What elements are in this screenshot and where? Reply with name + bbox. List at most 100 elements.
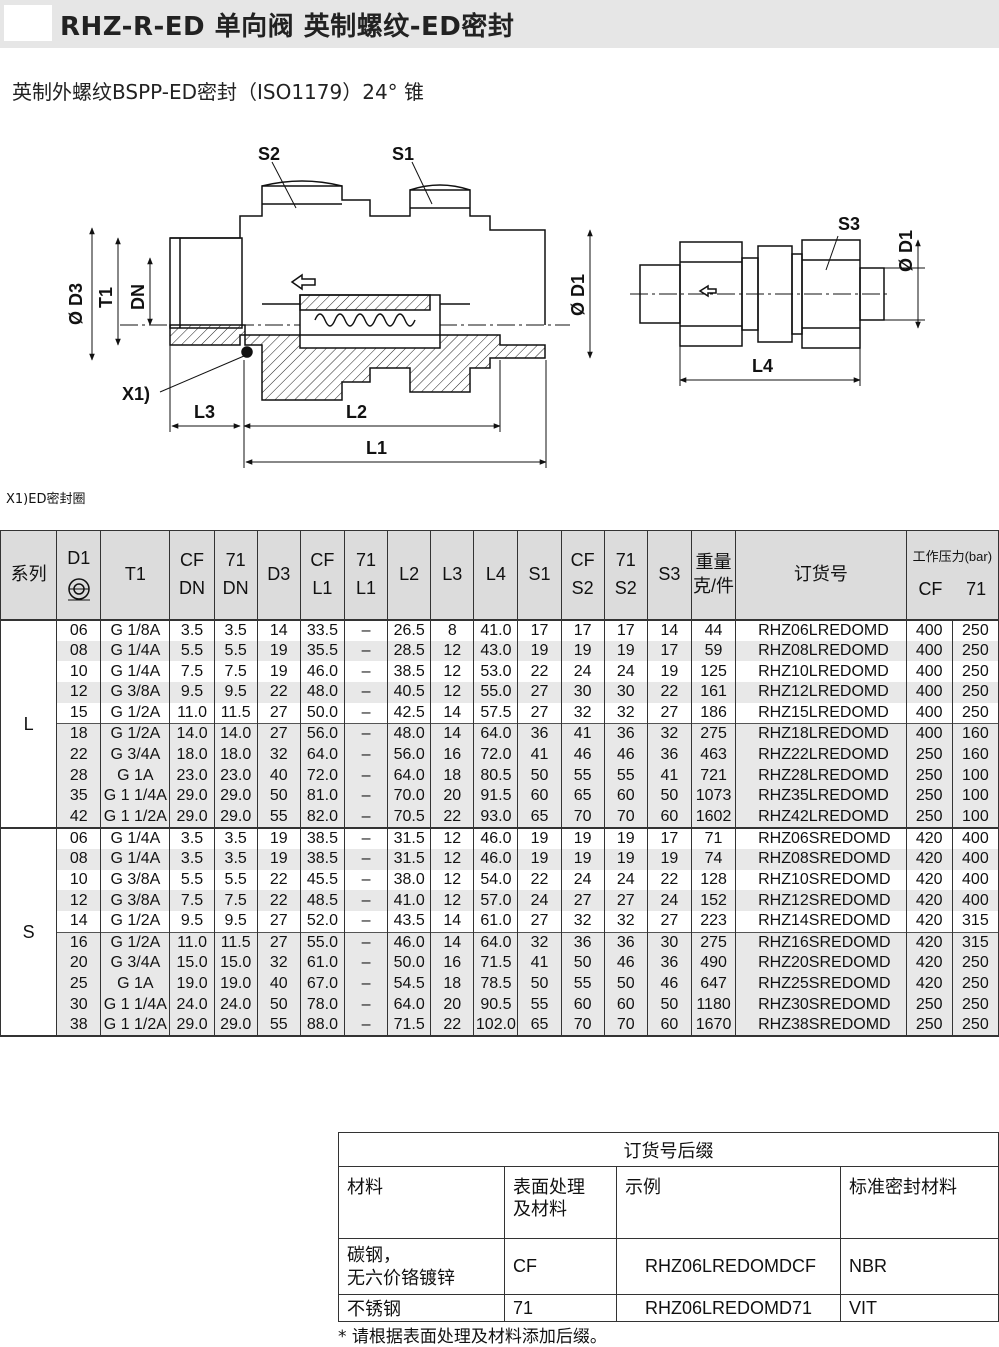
cell-cf-s2: 27 (560, 890, 605, 912)
cell-71-dn: 3.5 (213, 826, 258, 849)
suffix-seal: VIT (840, 1294, 999, 1322)
cell-l2: 31.5 (387, 848, 432, 870)
cell-71-dn: 29.0 (213, 786, 258, 807)
section-hatch (169, 294, 546, 401)
cell-cf-l1: 38.5 (299, 848, 345, 870)
cell-weight: 59 (690, 640, 737, 662)
cell-cf-s2: 24 (560, 869, 605, 891)
cell-71-s2: 19 (603, 826, 648, 849)
cell-l4: 61.0 (473, 911, 519, 933)
suffix-example: RHZ06LREDOMD71 (616, 1294, 841, 1322)
cell-d3: 32 (256, 744, 301, 766)
th-71-l1-bottom: L1 (356, 577, 377, 598)
cell-cf-s2: 17 (560, 618, 605, 641)
cell-d1: 15 (56, 702, 102, 724)
cell-71-l1: – (343, 806, 389, 829)
cell-cf-l1: 72.0 (299, 765, 345, 787)
cell-l4: 72.0 (473, 744, 519, 766)
suffix-th-surface-line1: 表面处理 (513, 1177, 585, 1197)
cell-cf-l1: 82.0 (299, 806, 345, 829)
cell-pressure-71: 250 (951, 973, 999, 995)
cell-71-s2: 36 (603, 723, 648, 745)
cell-cf-dn: 9.5 (169, 682, 215, 703)
cell-l3: 22 (430, 806, 475, 829)
th-l3: L3 (430, 530, 475, 620)
cell-d1: 20 (56, 952, 102, 974)
cell-weight: 223 (690, 911, 737, 933)
cell-l2: 46.0 (387, 931, 432, 953)
cell-cf-s2: 70 (560, 806, 605, 829)
label-d3: Ø D3 (66, 283, 86, 325)
cell-71-l1: – (343, 640, 389, 662)
cell-pressure-71: 250 (951, 640, 999, 662)
cell-order-no: RHZ14SREDOMD (735, 911, 907, 933)
cell-cf-s2: 41 (560, 723, 605, 745)
th-cf-s2-top: CF (570, 550, 595, 571)
cell-cf-l1: 81.0 (299, 786, 345, 807)
th-d3: D3 (256, 530, 301, 620)
cell-s3: 36 (646, 744, 692, 766)
cell-d1: 06 (56, 618, 102, 641)
cell-t1: G 1A (100, 973, 171, 995)
cell-s1: 22 (517, 661, 562, 683)
cell-d1: 38 (56, 1015, 102, 1038)
cell-cf-l1: 46.0 (299, 661, 345, 683)
cell-l2: 48.0 (387, 723, 432, 745)
cell-l2: 70.0 (387, 786, 432, 807)
cell-d1: 12 (56, 682, 102, 703)
cell-order-no: RHZ30SREDOMD (735, 994, 907, 1016)
cell-cf-dn: 18.0 (169, 744, 215, 766)
cell-l2: 54.5 (387, 973, 432, 995)
suffix-th-material: 材料 (338, 1166, 505, 1239)
label-x1: X1) (122, 384, 150, 404)
label-l2: L2 (346, 402, 367, 422)
cell-71-s2: 70 (603, 1015, 648, 1038)
cell-71-dn: 29.0 (213, 806, 258, 829)
cell-pressure-71: 250 (951, 702, 999, 724)
cell-71-s2: 27 (603, 890, 648, 912)
cell-l2: 50.0 (387, 952, 432, 974)
cell-s1: 27 (517, 682, 562, 703)
suffix-material-line2: 无六价铬镀锌 (347, 1267, 455, 1288)
label-dn: DN (128, 284, 148, 310)
cell-cf-s2: 24 (560, 661, 605, 683)
cell-cf-l1: 48.5 (299, 890, 345, 912)
cell-pressure-71: 400 (951, 848, 999, 870)
suffix-code: CF (504, 1238, 617, 1295)
cell-d3: 19 (256, 826, 301, 849)
th-weight-top: 重量 (695, 552, 732, 573)
cell-pressure-cf: 250 (905, 786, 953, 807)
cell-cf-dn: 9.5 (169, 911, 215, 933)
cell-t1: G 1/4A (100, 640, 171, 662)
cell-s3: 14 (646, 618, 692, 641)
cell-t1: G 3/8A (100, 890, 171, 912)
cell-l3: 18 (430, 765, 475, 787)
cell-71-s2: 24 (603, 869, 648, 891)
cell-t1: G 1/2A (100, 702, 171, 724)
cell-cf-dn: 3.5 (169, 618, 215, 641)
cell-l4: 53.0 (473, 661, 519, 683)
cell-t1: G 1/8A (100, 618, 171, 641)
cell-s3: 17 (646, 640, 692, 662)
cell-l2: 70.5 (387, 806, 432, 829)
cell-cf-dn: 29.0 (169, 1015, 215, 1038)
cell-pressure-cf: 420 (905, 952, 953, 974)
cell-weight: 152 (690, 890, 737, 912)
cell-71-dn: 9.5 (213, 682, 258, 703)
label-d1-right: Ø D1 (896, 230, 916, 272)
cell-s1: 65 (517, 1015, 562, 1038)
cell-s3: 22 (646, 869, 692, 891)
suffix-table-wrap: 订货号后缀 材料 表面处理及材料 示例 标准密封材料 碳钢，无六价铬镀锌 CF … (338, 1132, 999, 1322)
cell-pressure-71: 315 (951, 931, 999, 953)
cell-l4: 91.5 (473, 786, 519, 807)
cell-l4: 57.5 (473, 702, 519, 724)
